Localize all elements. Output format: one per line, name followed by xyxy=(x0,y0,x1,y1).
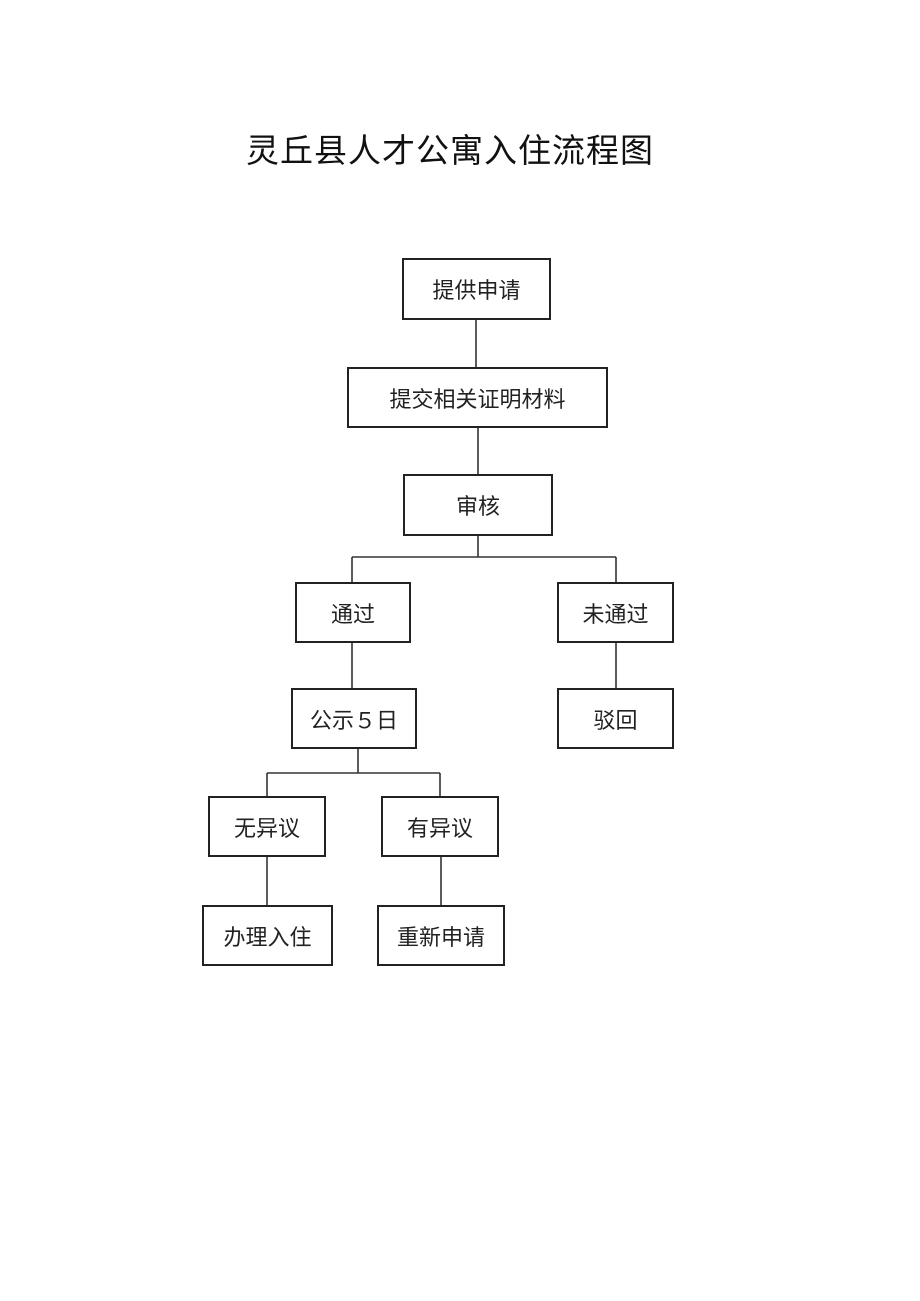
node-objection: 有异议 xyxy=(381,796,499,857)
node-reapply: 重新申请 xyxy=(377,905,505,966)
node-publicity: 公示５日 xyxy=(291,688,417,749)
node-apply: 提供申请 xyxy=(402,258,551,320)
diagram-title: 灵丘县人才公寓入住流程图 xyxy=(246,131,654,170)
node-submit-materials: 提交相关证明材料 xyxy=(347,367,608,428)
node-reject: 驳回 xyxy=(557,688,674,749)
node-no-objection: 无异议 xyxy=(208,796,326,857)
node-fail: 未通过 xyxy=(557,582,674,643)
node-move-in: 办理入住 xyxy=(202,905,333,966)
node-pass: 通过 xyxy=(295,582,411,643)
node-review: 审核 xyxy=(403,474,553,536)
